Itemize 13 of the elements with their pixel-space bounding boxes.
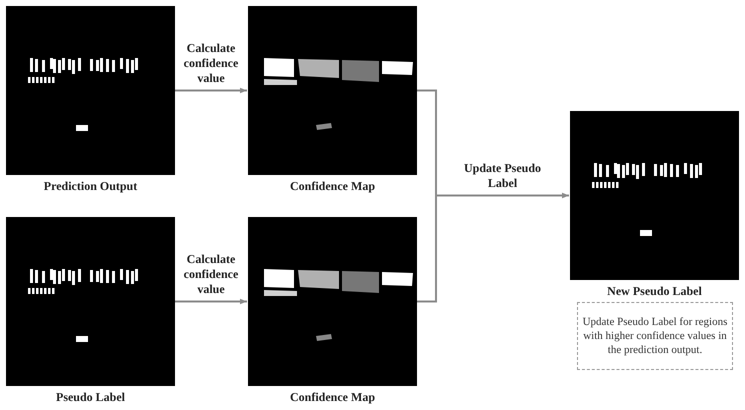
arrow (175, 298, 247, 304)
edge-label: Calculate confidence value (182, 40, 240, 86)
note-box (577, 302, 733, 370)
note-text: Update Pseudo Label for regions with higher confidence values in the prediction output. (582, 315, 728, 357)
image-caption: Confidence Map (290, 390, 375, 404)
arrow (175, 88, 247, 94)
image-caption: Pseudo Label (56, 390, 125, 404)
image-caption: Confidence Map (290, 179, 375, 193)
arrow (417, 192, 569, 302)
image-caption: Prediction Output (44, 179, 138, 193)
edge-label: Calculate confidence value (182, 252, 240, 296)
edge-label: Update Pseudo Label (462, 160, 542, 190)
image-caption: New Pseudo Label (607, 284, 702, 298)
